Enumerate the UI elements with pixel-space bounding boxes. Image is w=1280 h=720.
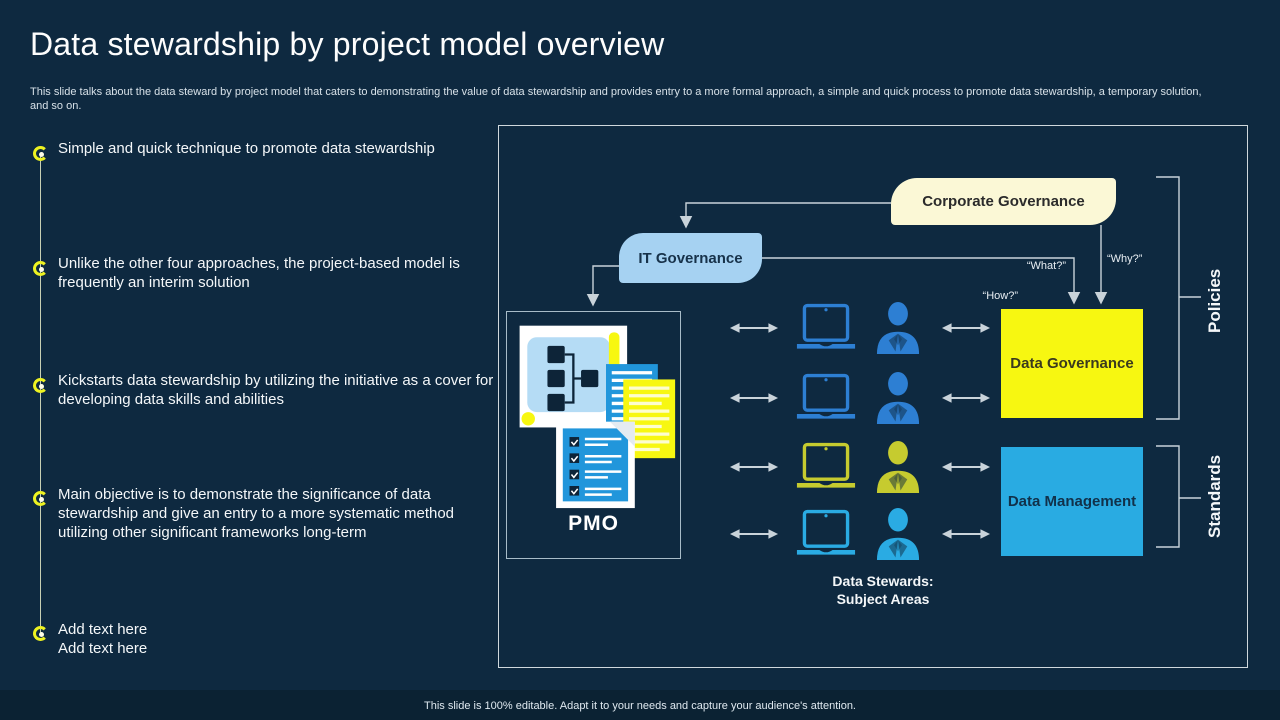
why-label: “Why?” <box>1107 253 1143 265</box>
bullet-item: Add text here Add text here <box>58 621 148 657</box>
laptop-icon <box>796 509 855 555</box>
laptop-icon <box>796 442 855 488</box>
slide-description: This slide talks about the data steward … <box>30 86 1202 112</box>
policies-label: Policies <box>1205 268 1224 334</box>
double-arrow-icon <box>729 462 779 472</box>
it-governance-node: IT Governance <box>619 233 762 283</box>
footer-band <box>0 690 1280 720</box>
double-arrow-icon <box>941 529 991 539</box>
laptop-icon <box>796 303 855 349</box>
laptop-icon <box>796 373 855 419</box>
pmo-label: PMO <box>568 512 619 535</box>
bullet-connector-line <box>40 153 41 635</box>
corporate-governance-node: Corporate Governance <box>891 178 1116 225</box>
steward-row <box>729 438 991 496</box>
footer-note: This slide is 100% editable. Adapt it to… <box>424 700 856 712</box>
pmo-illustration-icon <box>519 325 675 509</box>
bullet-marker-icon <box>33 626 48 641</box>
data-stewards-caption: Data Stewards: Subject Areas <box>832 573 934 607</box>
double-arrow-icon <box>941 393 991 403</box>
diagram-panel: Corporate Governance IT Governance Data … <box>498 125 1248 668</box>
double-arrow-icon <box>729 393 779 403</box>
person-icon <box>877 441 920 493</box>
bullet-item: Main objective is to demonstrate the sig… <box>58 486 455 541</box>
steward-row <box>729 505 991 563</box>
data-management-node: Data Management <box>1001 447 1143 556</box>
steward-row <box>729 369 991 427</box>
double-arrow-icon <box>941 462 991 472</box>
bullet-item: Simple and quick technique to promote da… <box>58 140 435 157</box>
connector-lines <box>586 176 1201 548</box>
person-icon <box>877 302 920 354</box>
what-label: “What?” <box>1026 260 1066 272</box>
bullet-item: Unlike the other four approaches, the pr… <box>58 255 460 291</box>
bullet-marker-icon <box>33 378 48 393</box>
double-arrow-icon <box>941 323 991 333</box>
standards-label: Standards <box>1205 454 1224 538</box>
steward-row <box>729 299 991 357</box>
double-arrow-icon <box>729 323 779 333</box>
pmo-node: PMO <box>506 311 681 559</box>
bullet-marker-icon <box>33 261 48 276</box>
double-arrow-icon <box>729 529 779 539</box>
person-icon <box>877 508 920 560</box>
bullet-item: Kickstarts data stewardship by utilizing… <box>58 372 494 408</box>
bullet-marker-icon <box>33 491 48 506</box>
how-label: “How?” <box>982 290 1018 302</box>
person-icon <box>877 372 920 424</box>
page-title: Data stewardship by project model overvi… <box>30 26 665 62</box>
data-governance-node: Data Governance <box>1001 309 1143 418</box>
bullet-marker-icon <box>33 146 48 161</box>
